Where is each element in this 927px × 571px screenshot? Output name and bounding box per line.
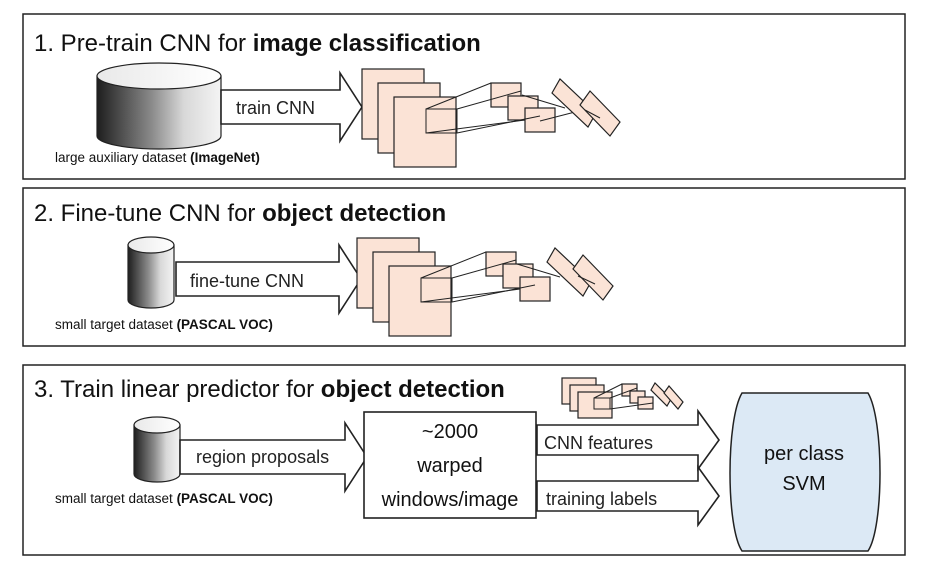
warped-windows-box xyxy=(363,411,537,519)
arrow-label: region proposals xyxy=(196,447,329,467)
dataset-caption: large auxiliary dataset (ImageNet) xyxy=(55,150,260,165)
svm-line-1: per class xyxy=(764,443,844,465)
finetune-arrow xyxy=(175,242,362,316)
panel-title: 1. Pre-train CNN for image classificatio… xyxy=(34,30,481,57)
train-arrow xyxy=(220,70,363,144)
windows-line-2: warped xyxy=(416,455,483,477)
panel-train-predictor: 3. Train linear predictor for object det… xyxy=(22,364,906,556)
dataset-caption: small target dataset (PASCAL VOC) xyxy=(55,491,273,506)
windows-line-1: ~2000 xyxy=(422,421,478,443)
panel-title: 3. Train linear predictor for object det… xyxy=(34,376,505,403)
panel-title: 2. Fine-tune CNN for object detection xyxy=(34,200,446,227)
proposals-arrow xyxy=(179,420,368,494)
labels-label: training labels xyxy=(546,489,657,509)
database-icon xyxy=(133,416,181,483)
features-arrow xyxy=(536,408,720,472)
labels-arrow xyxy=(536,464,720,528)
windows-line-3: windows/image xyxy=(381,489,519,511)
database-icon xyxy=(127,236,175,309)
arrow-label: train CNN xyxy=(236,98,315,118)
panel-finetune: 2. Fine-tune CNN for object detection sm… xyxy=(22,187,906,347)
cnn-layers-icon xyxy=(356,237,614,337)
cnn-layers-icon xyxy=(561,377,684,419)
panel-pretrain: 1. Pre-train CNN for image classificatio… xyxy=(22,13,906,180)
svm-classifier xyxy=(729,392,881,552)
features-label: CNN features xyxy=(544,433,653,453)
cnn-layers-icon xyxy=(361,68,621,168)
arrow-label: fine-tune CNN xyxy=(190,271,304,291)
svm-line-2: SVM xyxy=(782,473,825,495)
dataset-caption: small target dataset (PASCAL VOC) xyxy=(55,317,273,332)
database-icon xyxy=(96,62,222,150)
